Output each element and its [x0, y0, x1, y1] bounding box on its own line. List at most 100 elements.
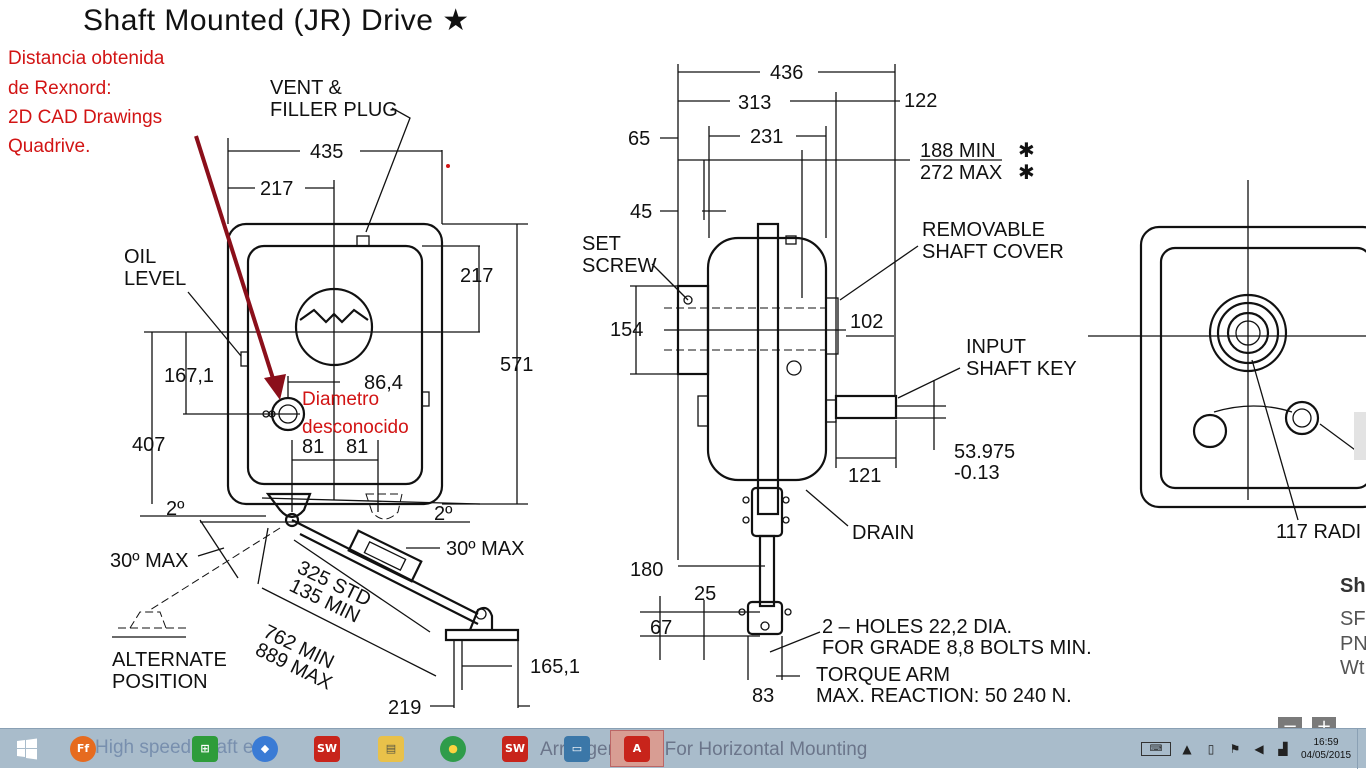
- taskbar: High speed shaft e Arrangements For Hori…: [0, 728, 1366, 769]
- chevron-up-icon[interactable]: ▲: [1182, 742, 1192, 756]
- clock-time: 16:59: [1313, 737, 1339, 748]
- right-view: [1088, 180, 1366, 521]
- annotation-line-2: de Rexnord:: [8, 78, 112, 99]
- keyboard-icon[interactable]: ⌨: [1141, 742, 1171, 756]
- dim-571: 571: [500, 354, 533, 376]
- star-icon-1: ✱: [1018, 140, 1035, 162]
- start-button[interactable]: [0, 730, 54, 767]
- taskbar-store[interactable]: ⊞: [178, 730, 232, 767]
- dim-436: 436: [770, 62, 803, 84]
- drain-label: DRAIN: [852, 522, 914, 544]
- dim-180: 180: [630, 559, 663, 581]
- taskbar-media[interactable]: ◆: [238, 730, 292, 767]
- dim-102: 102: [850, 311, 883, 333]
- dim-81-a: 81: [302, 436, 324, 458]
- torque-arm-2: MAX. REACTION: 50 240 N.: [816, 685, 1072, 707]
- red-arrow-icon: [264, 374, 286, 400]
- taskbar-chrome[interactable]: ●: [426, 730, 480, 767]
- max-30-left: 30º MAX: [110, 550, 188, 572]
- store-icon: ⊞: [192, 735, 218, 762]
- taskbar-solidworks-1[interactable]: SW: [300, 730, 354, 767]
- holes-label-1: 2 – HOLES 22,2 DIA.: [822, 616, 1012, 638]
- spec-pn: PN: [1340, 633, 1366, 655]
- input-key-1: INPUT: [966, 336, 1026, 358]
- spec-sf: SF: [1340, 608, 1366, 630]
- taskbar-explorer[interactable]: ▤: [364, 730, 418, 767]
- set-screw-1: SET: [582, 233, 621, 255]
- shaft-cover-1: REMOVABLE: [922, 219, 1045, 241]
- dim-122: 122: [904, 90, 937, 112]
- shaft-cover-2: SHAFT COVER: [922, 241, 1064, 263]
- dim-217-top: 217: [260, 178, 293, 200]
- dim-83: 83: [752, 685, 774, 707]
- oil-label-2: LEVEL: [124, 268, 186, 290]
- solidworks-icon-2: SW: [502, 735, 528, 762]
- dim-167: 167,1: [164, 365, 214, 387]
- torque-arm-1: TORQUE ARM: [816, 664, 950, 686]
- spec-wt: Wt: [1340, 657, 1365, 679]
- firefox-icon: Ff: [70, 735, 96, 762]
- dim-86: 86,4: [364, 372, 403, 394]
- chrome-icon: ●: [440, 735, 466, 762]
- side-heading-fragment: Sh: [1340, 575, 1366, 597]
- star-icon-2: ✱: [1018, 162, 1035, 184]
- dim-219: 219: [388, 697, 421, 719]
- taskbar-firefox[interactable]: Ff: [56, 730, 110, 767]
- volume-icon[interactable]: ◀: [1254, 742, 1264, 756]
- user-annotation: Distancia obtenida de Rexnord: 2D CAD Dr…: [8, 48, 450, 438]
- media-icon: ◆: [252, 735, 278, 762]
- dim-407: 407: [132, 434, 165, 456]
- alternate-label-1: ALTERNATE: [112, 649, 227, 671]
- show-desktop-button[interactable]: [1357, 729, 1366, 769]
- page-title: Shaft Mounted (JR) Drive ★: [83, 4, 470, 37]
- vent-label-1: VENT &: [270, 77, 343, 99]
- alternate-label-2: POSITION: [112, 671, 208, 693]
- clock[interactable]: 16:59 04/05/2015: [1295, 736, 1357, 762]
- clock-date: 04/05/2015: [1300, 750, 1352, 761]
- file-explorer-icon: ▤: [378, 735, 404, 762]
- max-30-right: 30º MAX: [446, 538, 524, 560]
- dim-45: 45: [630, 201, 652, 223]
- annotation-line-1: Distancia obtenida: [8, 48, 165, 69]
- dim-25: 25: [694, 583, 716, 605]
- diameter-label-1: Diametro: [302, 389, 379, 410]
- taskbar-solidworks-2[interactable]: SW: [488, 730, 542, 767]
- set-screw-2: SCREW: [582, 255, 657, 277]
- dim-188-min: 188 MIN: [920, 140, 996, 162]
- front-view: [112, 107, 530, 708]
- system-tray: ⌨ ▲ ▯ ⚑ ◀ ▟ 16:59 04/05/2015: [1137, 729, 1366, 769]
- annotation-line-4: Quadrive.: [8, 136, 90, 157]
- dim-81-b: 81: [346, 436, 368, 458]
- oil-label-1: OIL: [124, 246, 156, 268]
- battery-icon[interactable]: ▯: [1207, 742, 1215, 756]
- windows-start-icon: [17, 738, 37, 759]
- acrobat-icon: A: [624, 735, 650, 762]
- vent-label-2: FILLER PLUG: [270, 99, 398, 121]
- dim-231: 231: [750, 126, 783, 148]
- diameter-label-2: desconocido: [302, 417, 409, 438]
- dim-013: -0.13: [954, 462, 1000, 484]
- taskbar-acrobat[interactable]: A: [610, 730, 664, 767]
- side-view: [630, 64, 1002, 680]
- dim-217-right: 217: [460, 265, 493, 287]
- solidworks-icon-1: SW: [314, 735, 340, 762]
- network-icon[interactable]: ▟: [1278, 742, 1288, 756]
- annotation-line-3: 2D CAD Drawings: [8, 107, 162, 128]
- photos-icon: ▭: [564, 735, 590, 762]
- dim-313: 313: [738, 92, 771, 114]
- holes-label-2: FOR GRADE 8,8 BOLTS MIN.: [822, 637, 1092, 659]
- dim-165: 165,1: [530, 656, 580, 678]
- radius-label: 117 RADI: [1276, 521, 1361, 543]
- engineering-drawing: Shaft Mounted (JR) Drive ★: [8, 4, 1366, 719]
- dim-154: 154: [610, 319, 643, 341]
- dim-53975: 53.975: [954, 441, 1015, 463]
- deg-2-left: 2º: [166, 498, 185, 520]
- input-key-2: SHAFT KEY: [966, 358, 1077, 380]
- taskbar-photos[interactable]: ▭: [550, 730, 604, 767]
- deg-2-right: 2º: [434, 503, 453, 525]
- dim-65: 65: [628, 128, 650, 150]
- flag-icon[interactable]: ⚑: [1229, 742, 1241, 756]
- dim-121: 121: [848, 465, 881, 487]
- dim-67: 67: [650, 617, 672, 639]
- dim-435: 435: [310, 141, 343, 163]
